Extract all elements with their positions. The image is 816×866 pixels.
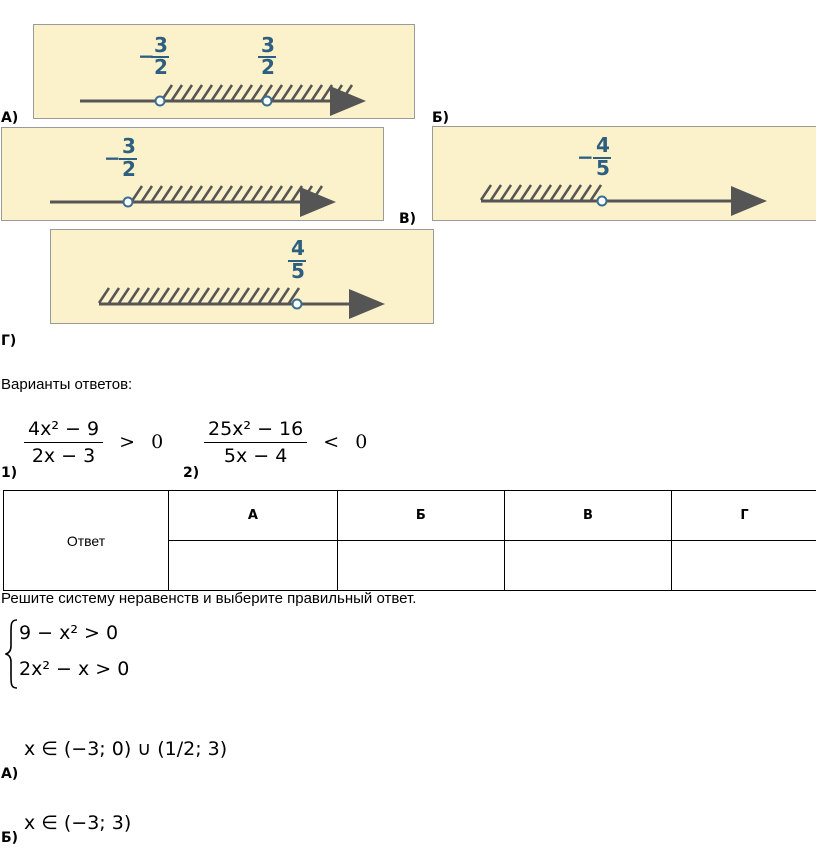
open-point bbox=[122, 196, 134, 208]
label-g: Г) bbox=[1, 333, 17, 349]
mark-sign: − bbox=[577, 145, 594, 169]
mark-num: 4 bbox=[596, 133, 610, 157]
option-1-rhs: 0 bbox=[151, 430, 164, 453]
brace-icon bbox=[5, 619, 18, 689]
open-point-left bbox=[154, 95, 166, 107]
number-line-panel-v: − 3 2 bbox=[1, 127, 384, 221]
system-line-2: 2x² − x > 0 bbox=[19, 658, 130, 680]
number-line-panel-a: − 3 2 3 2 bbox=[33, 24, 415, 119]
answer-cell-a[interactable] bbox=[168, 540, 338, 591]
open-point bbox=[291, 298, 303, 310]
column-header-v: В bbox=[503, 490, 672, 541]
hatching bbox=[160, 84, 354, 101]
option-1-relation: > bbox=[119, 430, 136, 453]
row-label: Ответ bbox=[3, 490, 169, 591]
hatching bbox=[97, 287, 301, 304]
options-heading: Варианты ответов: bbox=[1, 376, 133, 393]
task-2-instruction: Решите систему неравенств и выберите пра… bbox=[1, 590, 417, 607]
answer-cell-g[interactable] bbox=[670, 540, 816, 591]
mark-num: 4 bbox=[291, 236, 305, 260]
option-1-expression: 4x² − 9 2x − 3 > 0 bbox=[24, 418, 163, 467]
answer-b-label[interactable]: Б) bbox=[1, 830, 19, 846]
option-1-denominator: 2x − 3 bbox=[31, 445, 96, 467]
answer-a-label[interactable]: А) bbox=[1, 766, 19, 782]
option-2-rhs: 0 bbox=[355, 430, 368, 453]
option-1-label: 1) bbox=[1, 465, 18, 481]
option-2-label: 2) bbox=[183, 465, 200, 481]
number-line-panel-g: 4 5 bbox=[50, 229, 434, 324]
open-point-right bbox=[261, 95, 273, 107]
answer-table: Ответ А Б В Г bbox=[3, 490, 816, 591]
number-line-v: − 3 2 bbox=[50, 134, 336, 217]
answer-cell-b[interactable] bbox=[336, 540, 505, 591]
number-line-panel-b: − 4 5 bbox=[432, 126, 816, 221]
option-1-numerator: 4x² − 9 bbox=[24, 418, 104, 443]
label-a: А) bbox=[1, 110, 19, 126]
number-line-a: − 3 2 3 2 bbox=[80, 33, 366, 116]
answer-a-text: x ∈ (−3; 0) ∪ (1/2; 3) bbox=[24, 738, 228, 760]
column-header-g: Г bbox=[670, 490, 816, 541]
number-line-b: − 4 5 bbox=[479, 133, 767, 216]
mark-num-left: 3 bbox=[154, 33, 168, 57]
option-2-denominator: 5x − 4 bbox=[223, 445, 288, 467]
answer-cell-v[interactable] bbox=[503, 540, 672, 591]
option-2-expression: 25x² − 16 5x − 4 < 0 bbox=[204, 418, 367, 467]
mark-num-right: 3 bbox=[261, 33, 275, 57]
answer-b-text: x ∈ (−3; 3) bbox=[24, 812, 132, 834]
label-v: В) bbox=[399, 211, 417, 227]
mark-sign: − bbox=[104, 146, 121, 170]
hatching bbox=[130, 185, 324, 202]
label-b: Б) bbox=[432, 110, 450, 126]
system-line-1: 9 − x² > 0 bbox=[19, 622, 119, 644]
mark-den-left: 2 bbox=[154, 55, 168, 79]
column-header-b: Б bbox=[336, 490, 505, 541]
hatching bbox=[479, 184, 603, 201]
mark-num: 3 bbox=[122, 134, 136, 158]
column-header-a: А bbox=[168, 490, 338, 541]
mark-den-right: 2 bbox=[261, 55, 275, 79]
mark-den: 5 bbox=[291, 259, 305, 283]
number-line-g: 4 5 bbox=[97, 236, 385, 319]
option-2-numerator: 25x² − 16 bbox=[204, 418, 308, 443]
open-point bbox=[596, 195, 608, 207]
mark-den: 5 bbox=[596, 156, 610, 180]
option-2-relation: < bbox=[323, 430, 340, 453]
mark-den: 2 bbox=[122, 157, 136, 181]
mark-sign-left: − bbox=[138, 44, 155, 68]
